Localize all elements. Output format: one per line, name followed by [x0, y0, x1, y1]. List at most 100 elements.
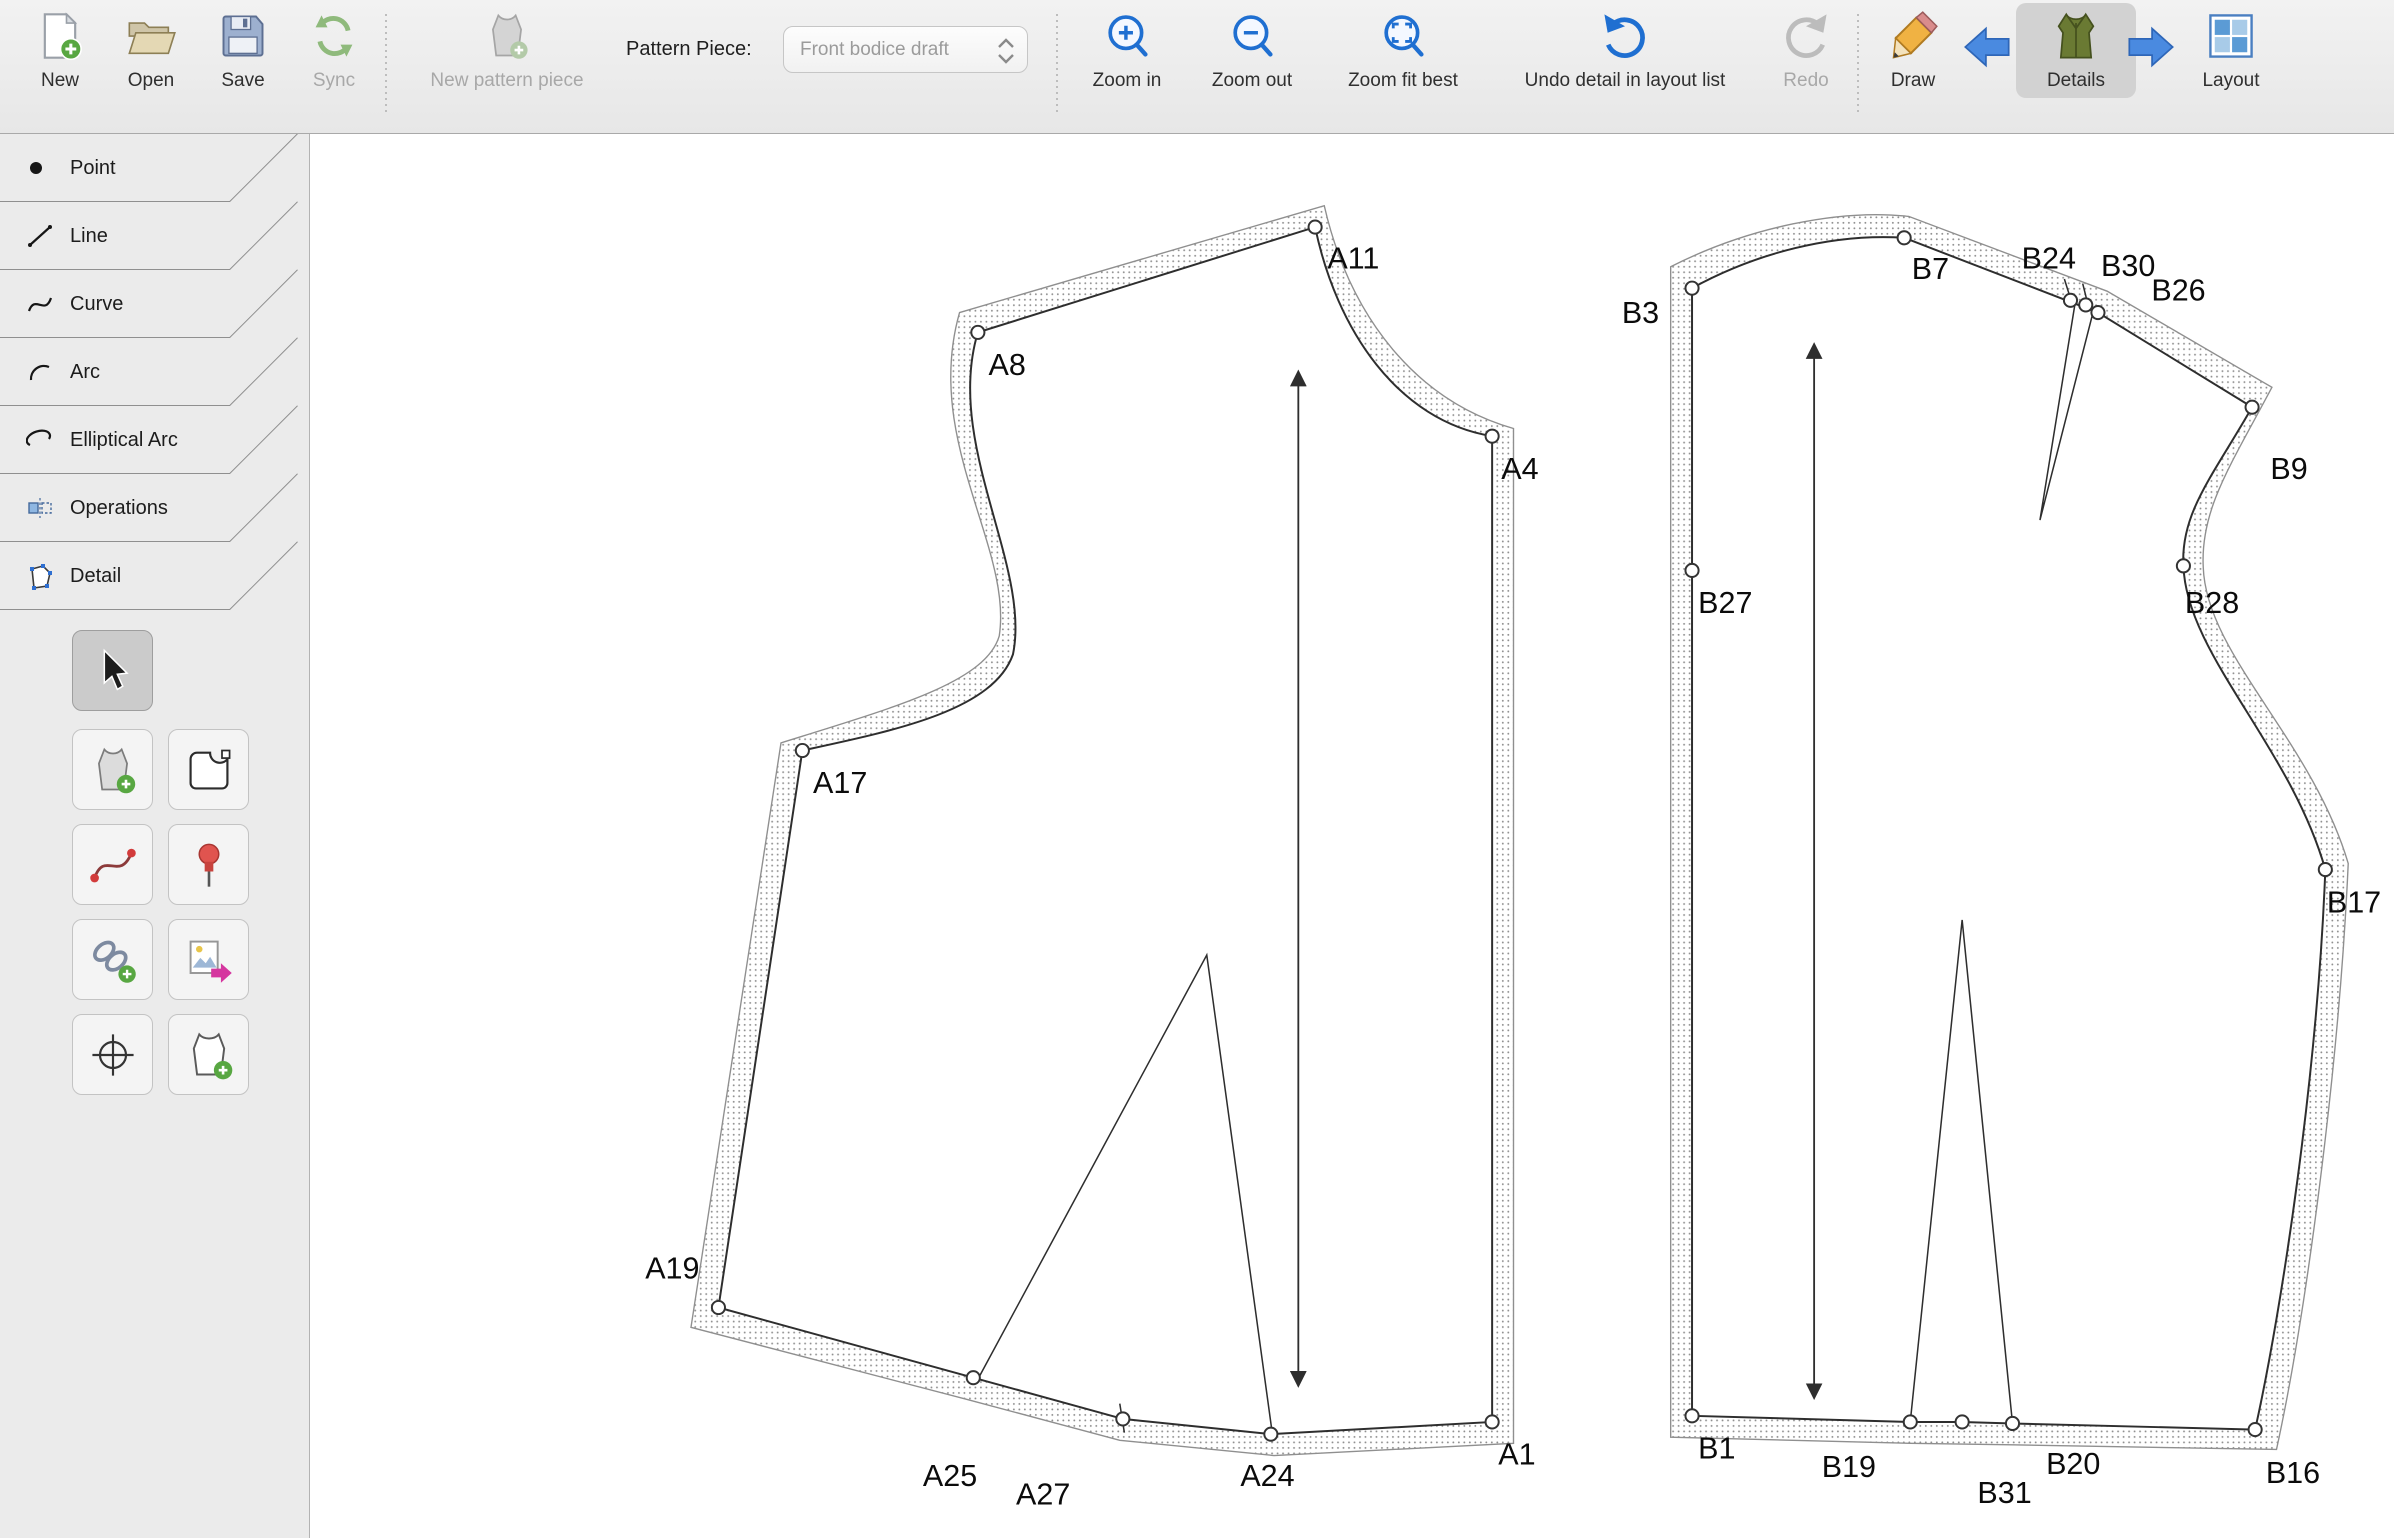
- sync-button-label: Sync: [312, 70, 356, 91]
- arc-icon: [26, 358, 54, 386]
- sidebar-tab-detail[interactable]: Detail: [0, 542, 309, 610]
- new-button[interactable]: New: [20, 8, 100, 92]
- detail-icon: [26, 562, 54, 590]
- pattern-point[interactable]: [965, 1370, 981, 1386]
- mode-arrow-right-icon[interactable]: [2118, 16, 2184, 78]
- pattern-point[interactable]: [1902, 1414, 1918, 1430]
- pattern-point[interactable]: [1684, 280, 1700, 296]
- sidebar-tab-point[interactable]: Point: [0, 134, 309, 202]
- pattern-point[interactable]: [794, 742, 810, 759]
- crosshair-icon: [91, 1033, 134, 1076]
- draw-mode-label: Draw: [1890, 70, 1936, 91]
- pattern-point[interactable]: [710, 1299, 726, 1316]
- piece-outline[interactable]: [1691, 236, 2327, 1431]
- open-button[interactable]: Open: [111, 8, 191, 92]
- insert-node-tool[interactable]: [72, 824, 153, 905]
- pattern-piece-dropdown[interactable]: Front bodice draft: [783, 26, 1028, 73]
- point-label: A24: [1240, 1459, 1294, 1493]
- center-origin-tool[interactable]: [72, 1014, 153, 1095]
- open-folder-icon: [123, 8, 179, 64]
- details-mode-button[interactable]: Details: [2016, 3, 2136, 98]
- new-pattern-piece-icon: [479, 8, 535, 64]
- point-label: A27: [1016, 1477, 1070, 1511]
- save-button-label: Save: [221, 70, 265, 91]
- sidebar-tab-line[interactable]: Line: [0, 202, 309, 270]
- pattern-point[interactable]: [2004, 1415, 2021, 1432]
- sidebar-tab-arc[interactable]: Arc: [0, 338, 309, 406]
- point-label: B20: [2046, 1447, 2100, 1481]
- new-pattern-piece-button: New pattern piece: [397, 8, 617, 92]
- pattern-point[interactable]: [2090, 304, 2106, 321]
- save-button[interactable]: Save: [203, 8, 283, 92]
- zoom-in-button[interactable]: Zoom in: [1072, 8, 1182, 92]
- open-button-label: Open: [127, 70, 175, 91]
- add-pattern-piece-tool[interactable]: [72, 729, 153, 810]
- tool-sidebar: Point Line Curve Arc Elliptical Arc Oper…: [0, 134, 310, 1538]
- zoom-out-button[interactable]: Zoom out: [1197, 8, 1307, 92]
- point-label: B31: [1977, 1476, 2031, 1510]
- point-label: B9: [2270, 452, 2307, 486]
- point-label: B7: [1912, 252, 1949, 286]
- chain-link-plus-icon: [92, 940, 136, 983]
- pattern-point[interactable]: [1896, 230, 1912, 246]
- save-floppy-icon: [215, 8, 271, 64]
- pattern-point[interactable]: [1307, 219, 1323, 235]
- pattern-point[interactable]: [1115, 1411, 1131, 1427]
- draw-mode-button[interactable]: Draw: [1868, 8, 1958, 92]
- undo-detail-button[interactable]: Undo detail in layout list: [1485, 8, 1765, 92]
- sidebar-tab-curve[interactable]: Curve: [0, 270, 309, 338]
- point-label: B26: [2151, 273, 2205, 307]
- pattern-point[interactable]: [1484, 428, 1500, 444]
- pattern-point[interactable]: [2317, 861, 2333, 878]
- line-icon: [26, 222, 54, 250]
- undo-icon: [1597, 8, 1653, 64]
- piece-outline[interactable]: [717, 225, 1494, 1436]
- sidebar-tab-elliptical-arc[interactable]: Elliptical Arc: [0, 406, 309, 474]
- pattern-point[interactable]: [2244, 399, 2260, 415]
- pattern-point[interactable]: [2247, 1422, 2263, 1438]
- zoom-fit-best-icon: [1375, 8, 1431, 64]
- point-label: B19: [1822, 1450, 1876, 1484]
- duplicate-piece-tool[interactable]: [168, 1014, 249, 1095]
- pattern-point[interactable]: [1484, 1414, 1500, 1430]
- point-label: A4: [1501, 452, 1538, 486]
- curve-icon: [26, 290, 54, 318]
- toolbar-separator: [1056, 14, 1058, 116]
- point-icon: [26, 154, 54, 182]
- draw-pencil-icon: [1885, 8, 1941, 64]
- new-button-label: New: [40, 70, 79, 91]
- pattern-point[interactable]: [970, 324, 986, 340]
- pattern-point[interactable]: [1684, 562, 1700, 578]
- redo-button: Redo: [1766, 8, 1846, 92]
- point-label: A19: [645, 1252, 699, 1286]
- export-image-tool[interactable]: [168, 919, 249, 1000]
- zoom-in-label: Zoom in: [1092, 70, 1162, 91]
- dart-lines: [2039, 303, 2095, 521]
- main-toolbar: New Open Save Sync New pattern piece Pat…: [0, 0, 2394, 134]
- redo-label: Redo: [1783, 70, 1829, 91]
- sidebar-tab-operations[interactable]: Operations: [0, 474, 309, 542]
- point-label: A25: [923, 1459, 977, 1493]
- layout-mode-button[interactable]: Layout: [2186, 8, 2276, 92]
- layout-mode-label: Layout: [2202, 70, 2260, 91]
- point-label: B24: [2022, 241, 2076, 275]
- pattern-point[interactable]: [2078, 297, 2094, 313]
- pattern-point[interactable]: [1954, 1414, 1970, 1430]
- pattern-point[interactable]: [1263, 1426, 1279, 1442]
- select-pointer-tool[interactable]: [72, 630, 153, 711]
- pattern-point[interactable]: [2175, 558, 2191, 574]
- pin-tool[interactable]: [168, 824, 249, 905]
- add-link-tool[interactable]: [72, 919, 153, 1000]
- details-vest-icon: [2048, 8, 2104, 64]
- mode-arrow-left-icon[interactable]: [1954, 16, 2020, 78]
- piece-boundary-tool[interactable]: [168, 729, 249, 810]
- pattern-point[interactable]: [1684, 1408, 1700, 1424]
- zoom-fit-best-button[interactable]: Zoom fit best: [1333, 8, 1473, 92]
- redo-icon: [1778, 8, 1834, 64]
- elliptical-arc-icon: [25, 426, 54, 454]
- pattern-point[interactable]: [2062, 292, 2079, 308]
